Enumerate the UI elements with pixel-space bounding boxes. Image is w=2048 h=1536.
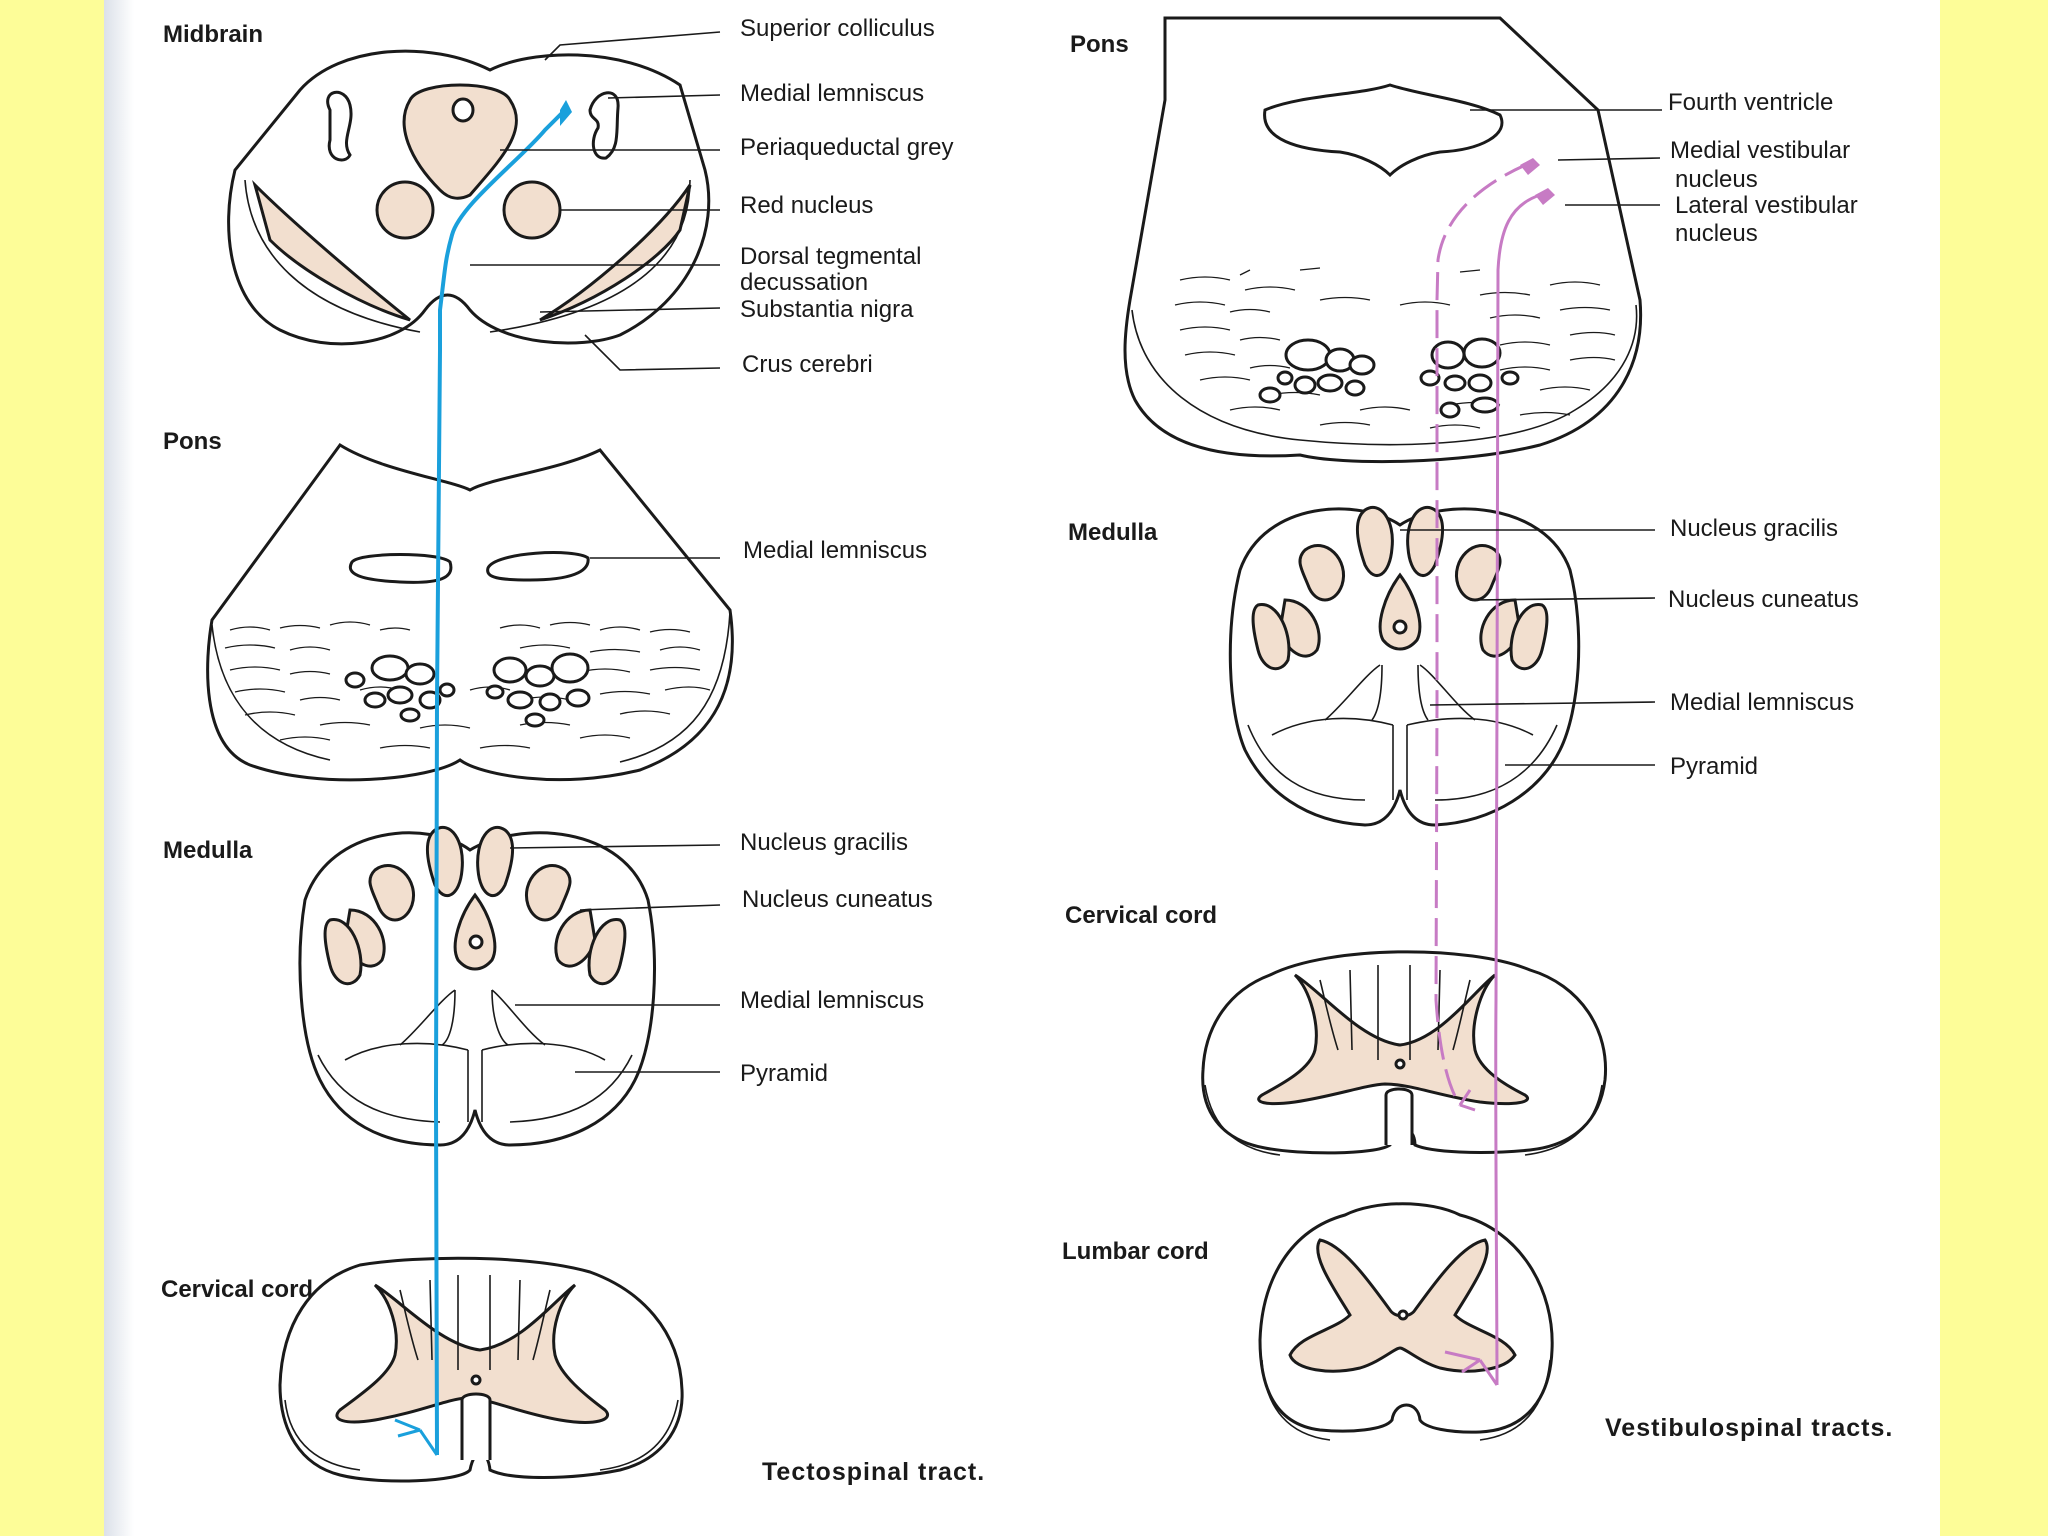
label-medial-vestibular: Medial vestibular bbox=[1670, 137, 1850, 164]
section-label-cervical-left: Cervical cord bbox=[161, 1276, 313, 1303]
caption-vestibulospinal: Vestibulospinal tracts. bbox=[1605, 1414, 1893, 1442]
red-nucleus-left bbox=[375, 180, 435, 240]
left-pointer-lines bbox=[470, 31, 721, 1073]
label-red-nucleus: Red nucleus bbox=[740, 192, 873, 219]
pons-outline-left bbox=[206, 442, 734, 782]
medial-lemniscus-left bbox=[326, 90, 353, 162]
grey-matter-lumbar bbox=[1288, 1238, 1517, 1373]
nucleus-gracilis-right-l bbox=[1298, 543, 1345, 602]
cerebral-aqueduct bbox=[451, 97, 475, 123]
crus-cerebri-right bbox=[539, 184, 692, 322]
label-nucleus-cuneatus-left: Nucleus cuneatus bbox=[742, 886, 933, 913]
medial-vestibulospinal-terminal bbox=[1458, 1089, 1476, 1112]
nucleus-gracilis-right-r bbox=[1455, 543, 1502, 602]
label-medial-lemniscus-right: Medial lemniscus bbox=[1670, 689, 1854, 716]
label-decussation: decussation bbox=[740, 269, 868, 296]
label-superior-colliculus: Superior colliculus bbox=[740, 15, 935, 42]
central-canal-cervical-left bbox=[470, 1374, 482, 1386]
label-pyramid-right: Pyramid bbox=[1670, 753, 1758, 780]
central-grey-medulla-right bbox=[1378, 572, 1422, 651]
cervical-cord-section-right bbox=[1201, 950, 1608, 1156]
label-pyramid-left: Pyramid bbox=[740, 1060, 828, 1087]
medial-vestibulospinal-line bbox=[1434, 161, 1531, 1106]
central-canal-medulla-left bbox=[468, 934, 484, 950]
pons-outline-right bbox=[1123, 16, 1643, 464]
nucleus-gracilis-medial-r2 bbox=[1406, 506, 1445, 577]
section-label-lumbar: Lumbar cord bbox=[1062, 1238, 1209, 1265]
label-periaqueductal-grey: Periaqueductal grey bbox=[740, 134, 953, 161]
lateral-nucleus-left bbox=[323, 918, 363, 986]
crus-cerebri-left bbox=[252, 179, 411, 322]
left-panel-tectospinal: Midbrain Pons Medulla Cervical cord Supe… bbox=[161, 15, 985, 1486]
corticospinal-bundles-pons-right bbox=[1258, 337, 1520, 419]
central-grey-medulla-left bbox=[453, 892, 497, 971]
midbrain-section bbox=[227, 49, 711, 346]
pons-section-right bbox=[1123, 16, 1643, 464]
transverse-pontine-fibres bbox=[224, 621, 711, 749]
section-label-medulla-left: Medulla bbox=[163, 837, 253, 864]
medial-lemniscus-pons-left bbox=[348, 553, 453, 584]
lumbar-cord-section bbox=[1258, 1202, 1554, 1441]
label-nucleus-gracilis-left: Nucleus gracilis bbox=[740, 829, 908, 856]
anterior-median-fissure-left bbox=[460, 1392, 492, 1460]
cervical-cord-section-left bbox=[278, 1256, 684, 1483]
section-label-midbrain: Midbrain bbox=[163, 21, 263, 48]
fourth-ventricle bbox=[1263, 83, 1504, 178]
left-labels: Midbrain Pons Medulla Cervical cord Supe… bbox=[161, 15, 985, 1486]
superior-colliculus-origin bbox=[560, 100, 572, 126]
caption-tectospinal: Tectospinal tract. bbox=[762, 1458, 985, 1486]
lateral-vestibulospinal-line bbox=[1494, 193, 1541, 1386]
pons-section-left bbox=[206, 442, 734, 782]
label-nucleus-cuneatus-right: Nucleus cuneatus bbox=[1668, 586, 1859, 613]
label-medial-lemniscus-pons: Medial lemniscus bbox=[743, 537, 927, 564]
section-label-pons-right: Pons bbox=[1070, 31, 1129, 58]
right-pointer-lines bbox=[1400, 109, 1662, 766]
grey-matter-cervical-left bbox=[335, 1283, 609, 1424]
lateral-nucleus-right bbox=[587, 918, 627, 986]
anterior-median-fissure-right bbox=[1384, 1087, 1414, 1145]
lateral-nucleus-right-r bbox=[1509, 603, 1549, 671]
periaqueductal-grey bbox=[402, 83, 518, 200]
tectospinal-tract-line bbox=[433, 110, 565, 1456]
page-edge-shadow bbox=[104, 0, 134, 1536]
lateral-vestibular-origin bbox=[1535, 188, 1555, 205]
tectospinal-terminal bbox=[394, 1418, 439, 1456]
label-crus-cerebri: Crus cerebri bbox=[742, 351, 873, 378]
central-canal-lumbar bbox=[1397, 1309, 1409, 1321]
label-substantia-nigra: Substantia nigra bbox=[740, 296, 914, 323]
section-label-cervical-right: Cervical cord bbox=[1065, 902, 1217, 929]
right-panel-vestibulospinal: Pons Medulla Cervical cord Lumbar cord F… bbox=[1062, 16, 1893, 1442]
right-labels: Pons Medulla Cervical cord Lumbar cord F… bbox=[1062, 31, 1893, 1442]
corticospinal-bundles-pons bbox=[344, 652, 591, 728]
label-fourth-ventricle: Fourth ventricle bbox=[1668, 89, 1833, 116]
lateral-nucleus-right-l bbox=[1251, 603, 1291, 671]
nucleus-gracilis-medial-right bbox=[476, 826, 515, 898]
medial-lemniscus-right bbox=[588, 91, 620, 160]
transverse-pontine-fibres-right bbox=[1174, 267, 1616, 429]
label-dorsal-tegmental: Dorsal tegmental bbox=[740, 243, 921, 270]
medial-lemniscus-pons-right bbox=[486, 551, 590, 582]
medulla-section-left bbox=[298, 826, 656, 1147]
label-lateral-vestibular-nucleus: nucleus bbox=[1675, 220, 1758, 247]
nucleus-gracilis-left bbox=[368, 863, 415, 922]
central-canal-medulla-right bbox=[1392, 619, 1408, 635]
label-lateral-vestibular: Lateral vestibular bbox=[1675, 192, 1858, 219]
label-medial-vestibular-nucleus: nucleus bbox=[1675, 166, 1758, 193]
red-nucleus-right bbox=[502, 180, 562, 240]
central-canal-cervical-right bbox=[1394, 1058, 1406, 1070]
medial-vestibular-origin bbox=[1520, 158, 1540, 175]
section-label-pons-left: Pons bbox=[163, 428, 222, 455]
section-label-medulla-right: Medulla bbox=[1068, 519, 1158, 546]
lateral-vestibulospinal-terminal bbox=[1444, 1350, 1499, 1386]
nucleus-gracilis-medial-r1 bbox=[1355, 506, 1394, 577]
label-medial-lemniscus-medulla-left: Medial lemniscus bbox=[740, 987, 924, 1014]
medulla-section-right bbox=[1228, 506, 1581, 827]
label-nucleus-gracilis-right: Nucleus gracilis bbox=[1670, 515, 1838, 542]
nucleus-gracilis-right bbox=[525, 863, 572, 922]
label-medial-lemniscus-midbrain: Medial lemniscus bbox=[740, 80, 924, 107]
